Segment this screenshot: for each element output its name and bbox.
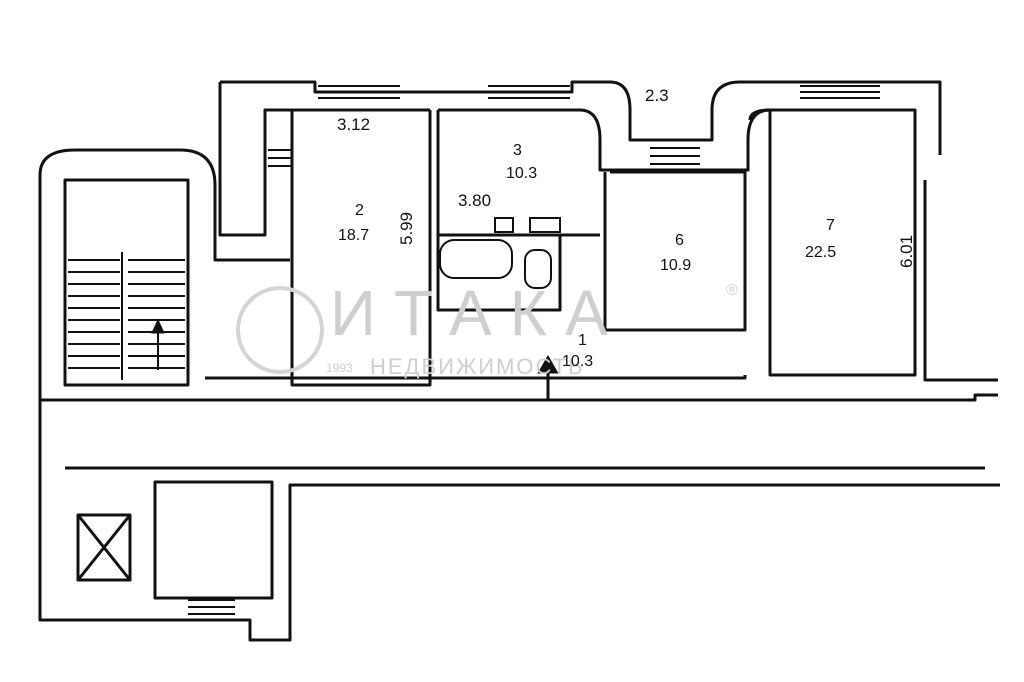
watermark-brand: ИТАКА: [330, 277, 626, 349]
stair-shaft: [38, 148, 290, 262]
window-3: [800, 85, 880, 99]
elevator: [76, 513, 132, 582]
watermark-registered: ®: [726, 282, 738, 299]
right-wall: [923, 180, 998, 382]
room-number: 2: [355, 202, 364, 219]
window-4: [188, 599, 235, 615]
room-7-label: 7 22.5: [805, 217, 836, 261]
window-1: [318, 85, 400, 99]
stair-inner: [63, 178, 190, 387]
bath-walls: [436, 235, 562, 312]
left-block-wall: [218, 82, 292, 237]
dimension-label: 3.12: [337, 115, 370, 134]
bathtub: [439, 239, 513, 279]
room-area: 10.9: [660, 257, 691, 274]
toilet: [524, 249, 552, 289]
corridor-top: [40, 393, 998, 402]
room-number: 3: [513, 142, 522, 159]
watermark-year: 1993: [326, 361, 353, 375]
lower-left-room: [153, 480, 274, 600]
outer-wall-top: [220, 80, 942, 155]
room-number: 7: [826, 217, 835, 234]
room6-walls: [603, 170, 747, 332]
small-steps: [268, 147, 700, 167]
dimension-label: 5.99: [397, 212, 416, 245]
dimension-label: 3.80: [458, 191, 491, 210]
sink: [494, 217, 514, 233]
dimension-label: 6.01: [897, 235, 916, 268]
inner-wall-top: [292, 108, 917, 180]
room-number: 6: [675, 232, 684, 249]
staircase: [68, 252, 185, 380]
room-1-label: 1 10.3: [562, 332, 593, 370]
entry-arrow-head: [537, 354, 559, 374]
left-outer: [38, 175, 1000, 642]
room-area: 10.3: [562, 353, 593, 370]
room-area: 22.5: [805, 244, 836, 261]
room-number: 1: [578, 332, 587, 349]
room-6-label: 6 10.9: [660, 232, 691, 274]
room-3-label: 3 10.3: [506, 142, 537, 182]
room-2-label: 2 18.7: [338, 202, 369, 244]
room-area: 10.3: [506, 165, 537, 182]
hall-bottom: [205, 375, 747, 380]
room2-walls: [290, 110, 432, 387]
sink-2: [529, 217, 561, 233]
room7-walls: [748, 108, 917, 377]
window-2: [488, 85, 570, 99]
watermark-logo-icon: [236, 286, 324, 374]
dimension-label: 2.3: [645, 86, 669, 105]
room-area: 18.7: [338, 227, 369, 244]
watermark-subtitle: НЕДВИЖИМОСТЬ: [370, 354, 585, 379]
stair-arrow-head: [151, 318, 165, 334]
watermark: ИТАКА ® 1993 НЕДВИЖИМОСТЬ: [236, 277, 738, 379]
